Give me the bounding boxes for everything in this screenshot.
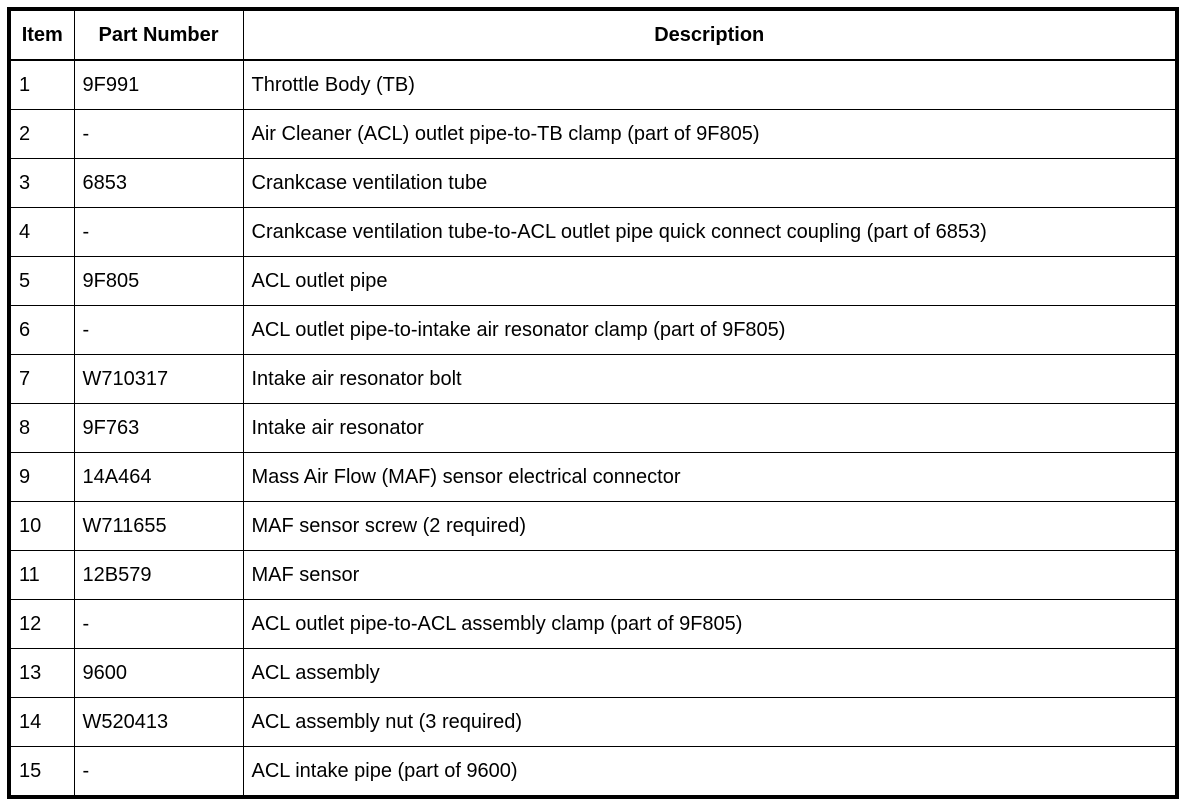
cell-description: ACL outlet pipe-to-ACL assembly clamp (p… bbox=[242, 599, 1178, 649]
cell-item: 5 bbox=[8, 256, 75, 306]
table-row: 3 6853 Crankcase ventilation tube bbox=[8, 158, 1178, 208]
cell-description: MAF sensor screw (2 required) bbox=[242, 501, 1178, 551]
cell-part-number: - bbox=[73, 305, 244, 355]
cell-part-number: 9F763 bbox=[73, 403, 244, 453]
cell-item: 8 bbox=[8, 403, 75, 453]
cell-item: 13 bbox=[8, 648, 75, 698]
table-row: 5 9F805 ACL outlet pipe bbox=[8, 256, 1178, 306]
table-row: 6 - ACL outlet pipe-to-intake air resona… bbox=[8, 305, 1178, 355]
cell-description: Mass Air Flow (MAF) sensor electrical co… bbox=[242, 452, 1178, 502]
cell-description: MAF sensor bbox=[242, 550, 1178, 600]
table-row: 8 9F763 Intake air resonator bbox=[8, 403, 1178, 453]
cell-description: ACL outlet pipe bbox=[242, 256, 1178, 306]
cell-part-number: 14A464 bbox=[73, 452, 244, 502]
table-row: 14 W520413 ACL assembly nut (3 required) bbox=[8, 697, 1178, 747]
table-header: Item Part Number Description bbox=[8, 8, 1178, 61]
parts-list-table: Item Part Number Description 1 9F991 Thr… bbox=[7, 7, 1179, 799]
table-row: 2 - Air Cleaner (ACL) outlet pipe-to-TB … bbox=[8, 109, 1178, 159]
table-row: 1 9F991 Throttle Body (TB) bbox=[8, 59, 1178, 110]
cell-part-number: 9F991 bbox=[73, 59, 244, 110]
table-body: 1 9F991 Throttle Body (TB) 2 - Air Clean… bbox=[8, 59, 1178, 798]
cell-part-number: W710317 bbox=[73, 354, 244, 404]
cell-description: Throttle Body (TB) bbox=[242, 59, 1178, 110]
column-header-item: Item bbox=[8, 8, 75, 61]
table-row: 13 9600 ACL assembly bbox=[8, 648, 1178, 698]
cell-description: ACL intake pipe (part of 9600) bbox=[242, 746, 1178, 798]
cell-description: Air Cleaner (ACL) outlet pipe-to-TB clam… bbox=[242, 109, 1178, 159]
cell-part-number: - bbox=[73, 746, 244, 798]
table-row: 9 14A464 Mass Air Flow (MAF) sensor elec… bbox=[8, 452, 1178, 502]
cell-part-number: 12B579 bbox=[73, 550, 244, 600]
table-row: 10 W711655 MAF sensor screw (2 required) bbox=[8, 501, 1178, 551]
column-header-part-number: Part Number bbox=[73, 8, 244, 61]
cell-item: 9 bbox=[8, 452, 75, 502]
cell-part-number: - bbox=[73, 109, 244, 159]
cell-item: 6 bbox=[8, 305, 75, 355]
cell-description: ACL assembly nut (3 required) bbox=[242, 697, 1178, 747]
cell-description: Crankcase ventilation tube bbox=[242, 158, 1178, 208]
table-row: 11 12B579 MAF sensor bbox=[8, 550, 1178, 600]
cell-part-number: 9F805 bbox=[73, 256, 244, 306]
cell-item: 11 bbox=[8, 550, 75, 600]
table-row: 7 W710317 Intake air resonator bolt bbox=[8, 354, 1178, 404]
cell-part-number: 9600 bbox=[73, 648, 244, 698]
cell-part-number: - bbox=[73, 207, 244, 257]
column-header-description: Description bbox=[242, 8, 1178, 61]
cell-item: 1 bbox=[8, 59, 75, 110]
cell-description: Intake air resonator bolt bbox=[242, 354, 1178, 404]
document-page: Item Part Number Description 1 9F991 Thr… bbox=[7, 7, 1179, 799]
cell-part-number: 6853 bbox=[73, 158, 244, 208]
table-row: 12 - ACL outlet pipe-to-ACL assembly cla… bbox=[8, 599, 1178, 649]
table-row: 4 - Crankcase ventilation tube-to-ACL ou… bbox=[8, 207, 1178, 257]
table-row: 15 - ACL intake pipe (part of 9600) bbox=[8, 746, 1178, 798]
cell-item: 10 bbox=[8, 501, 75, 551]
cell-description: Intake air resonator bbox=[242, 403, 1178, 453]
cell-item: 14 bbox=[8, 697, 75, 747]
cell-part-number: W711655 bbox=[73, 501, 244, 551]
cell-item: 2 bbox=[8, 109, 75, 159]
cell-description: Crankcase ventilation tube-to-ACL outlet… bbox=[242, 207, 1178, 257]
cell-part-number: - bbox=[73, 599, 244, 649]
table-header-row: Item Part Number Description bbox=[8, 8, 1178, 61]
cell-item: 12 bbox=[8, 599, 75, 649]
cell-item: 4 bbox=[8, 207, 75, 257]
cell-item: 7 bbox=[8, 354, 75, 404]
cell-part-number: W520413 bbox=[73, 697, 244, 747]
cell-description: ACL assembly bbox=[242, 648, 1178, 698]
cell-description: ACL outlet pipe-to-intake air resonator … bbox=[242, 305, 1178, 355]
cell-item: 15 bbox=[8, 746, 75, 798]
cell-item: 3 bbox=[8, 158, 75, 208]
